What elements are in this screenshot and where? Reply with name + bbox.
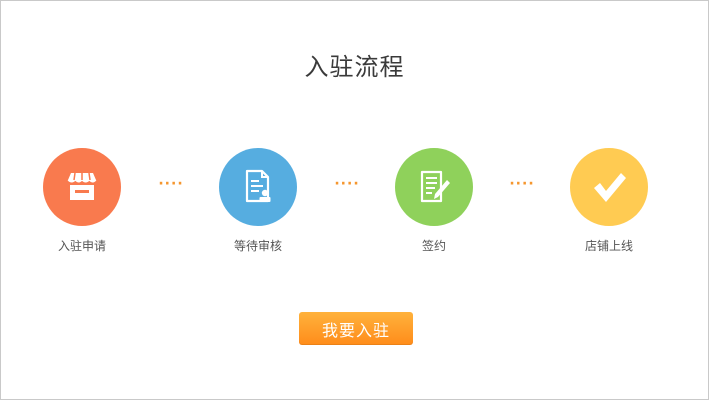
step-online-circle <box>570 148 648 226</box>
step-sign: 签约 <box>379 148 489 254</box>
step-sign-label: 签约 <box>421 239 446 253</box>
step-online: 店铺上线 <box>554 148 664 254</box>
contract-sign-icon <box>420 170 450 203</box>
step-sign-circle <box>395 148 473 226</box>
apply-entry-button[interactable]: 我要入驻 <box>299 312 413 345</box>
page-title: 入驻流程 <box>304 53 405 81</box>
step-online-label: 店铺上线 <box>584 239 633 253</box>
step-connector-dots: ···· <box>509 176 535 192</box>
step-connector-dots: ···· <box>334 176 360 192</box>
step-apply-circle <box>43 148 121 226</box>
step-connector-dots: ···· <box>158 176 184 192</box>
checkmark-icon <box>594 173 626 202</box>
step-review-label: 等待审核 <box>233 239 282 253</box>
step-apply: 入驻申请 <box>27 148 137 254</box>
storefront-icon <box>67 172 97 200</box>
step-apply-label: 入驻申请 <box>57 239 106 253</box>
step-review-circle <box>219 148 297 226</box>
step-review: 等待审核 <box>203 148 313 254</box>
document-review-icon <box>245 169 271 203</box>
